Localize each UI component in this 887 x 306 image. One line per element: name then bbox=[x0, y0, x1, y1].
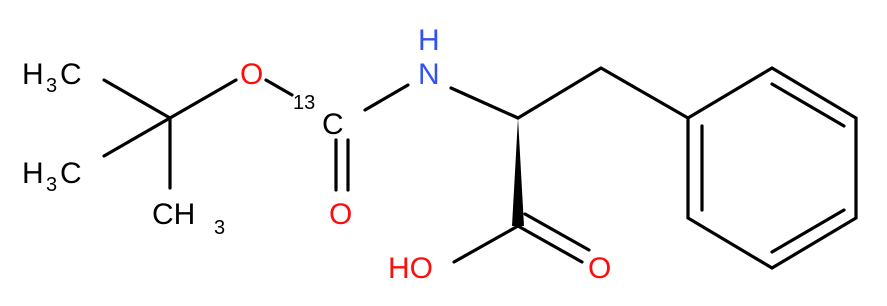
carbon-13-isotope-label: 13 bbox=[293, 92, 315, 114]
carbonyl-oxygen: O bbox=[329, 198, 352, 231]
methyl-mid-c: C bbox=[60, 157, 82, 190]
bond-c-o-ester bbox=[168, 78, 238, 120]
phenyl-inner-bond-1 bbox=[770, 82, 846, 128]
ester-oxygen: O bbox=[240, 58, 263, 91]
methyl-top-c: C bbox=[60, 58, 82, 91]
methyl-top-subscript: 3 bbox=[46, 75, 57, 97]
methyl-mid-subscript: 3 bbox=[46, 174, 57, 196]
bond-o-carbonyl bbox=[264, 78, 294, 97]
bond-carboxyl-oh bbox=[452, 224, 520, 264]
stereo-wedge-bond bbox=[512, 118, 524, 226]
bond-alpha-ch2 bbox=[516, 66, 603, 120]
phenyl-inner-bond-2 bbox=[770, 208, 846, 254]
methyl-bottom-subscript: 3 bbox=[214, 217, 225, 239]
methyl-top-h: H bbox=[22, 58, 44, 91]
methyl-mid-h: H bbox=[22, 157, 44, 190]
bond-carboxyl-double-1 bbox=[516, 224, 584, 264]
acid-hydroxyl: HO bbox=[388, 252, 433, 285]
methyl-bottom-ch: CH bbox=[152, 198, 195, 231]
acid-carbonyl-oxygen: O bbox=[588, 252, 611, 285]
bond-carboxyl-double-2 bbox=[523, 212, 591, 252]
bond-carbonyl-n bbox=[363, 83, 410, 112]
amide-hydrogen: H bbox=[418, 24, 440, 57]
bond-methyl-top bbox=[102, 78, 172, 120]
carbonyl-carbon: C bbox=[322, 108, 344, 141]
bond-n-alpha bbox=[449, 86, 520, 120]
bond-methyl-mid bbox=[102, 116, 172, 158]
amide-nitrogen: N bbox=[418, 58, 440, 91]
bond-ch2-phenyl bbox=[599, 66, 690, 120]
phenyl-ring bbox=[686, 66, 858, 270]
